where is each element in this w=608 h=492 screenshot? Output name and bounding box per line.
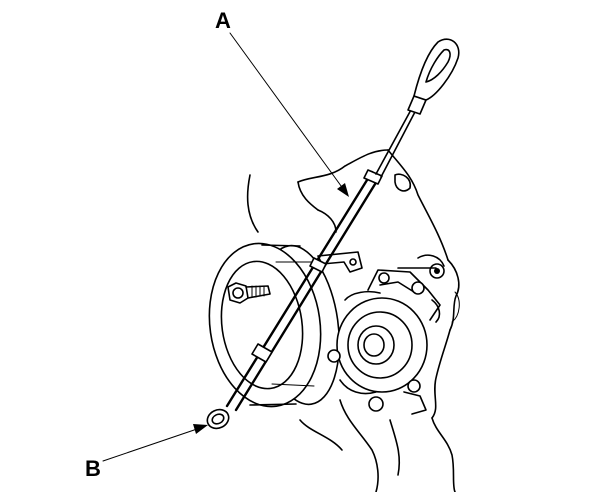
tensioner-bracket bbox=[327, 263, 445, 415]
callout-b-leader bbox=[102, 424, 208, 462]
dipstick bbox=[375, 38, 460, 178]
callout-label-a: A bbox=[215, 8, 231, 33]
o-ring bbox=[206, 408, 230, 430]
crank-bolt bbox=[227, 282, 271, 304]
dipstick-tube-bracket bbox=[317, 251, 363, 273]
callout-a-leader bbox=[229, 32, 349, 197]
callout-label-b: B bbox=[85, 456, 101, 481]
dipstick-tube bbox=[225, 169, 383, 412]
tensioner-pulley bbox=[336, 290, 428, 395]
engine-block bbox=[246, 149, 460, 492]
